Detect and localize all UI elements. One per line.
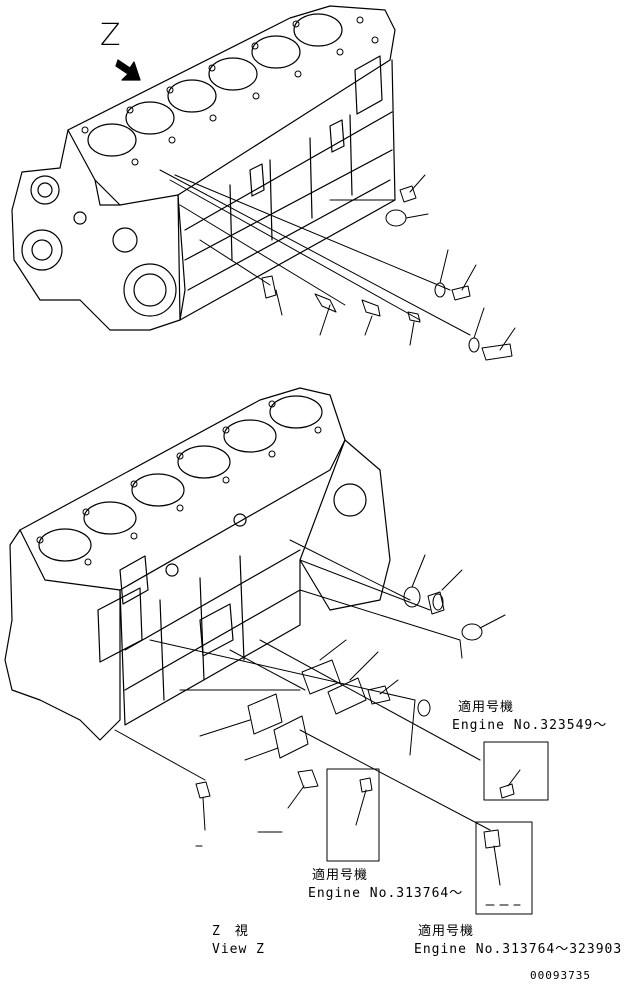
detail-box-313764-323903 xyxy=(476,822,532,914)
upper-exploded-parts xyxy=(160,170,515,360)
detail-box-323549 xyxy=(484,742,548,800)
lower-exploded-parts xyxy=(115,540,548,914)
bore-5 xyxy=(252,36,300,68)
note-en-1: Engine No.323549〜 xyxy=(452,718,608,733)
drawing-number: 00093735 xyxy=(530,969,591,982)
note-en-3: Engine No.313764〜323903 xyxy=(414,942,623,957)
view-caption-jp: Z 視 xyxy=(212,924,249,939)
bore-2 xyxy=(126,102,174,134)
note-jp-2: 適用号機 xyxy=(312,868,369,883)
view-direction-arrow xyxy=(116,60,140,80)
bore-6 xyxy=(294,14,342,46)
note-jp-3: 適用号機 xyxy=(418,924,475,939)
note-en-2: Engine No.313764〜 xyxy=(308,886,464,901)
bore-3 xyxy=(168,80,216,112)
view-marker-label: Z xyxy=(100,18,121,53)
upper-cylinder-block xyxy=(12,6,395,330)
view-caption-en: View Z xyxy=(212,942,265,957)
note-jp-1: 適用号機 xyxy=(458,700,515,715)
bore-1 xyxy=(88,124,136,156)
bore-4 xyxy=(209,58,257,90)
detail-box-313764 xyxy=(327,769,379,861)
lower-cylinder-block xyxy=(5,388,390,740)
